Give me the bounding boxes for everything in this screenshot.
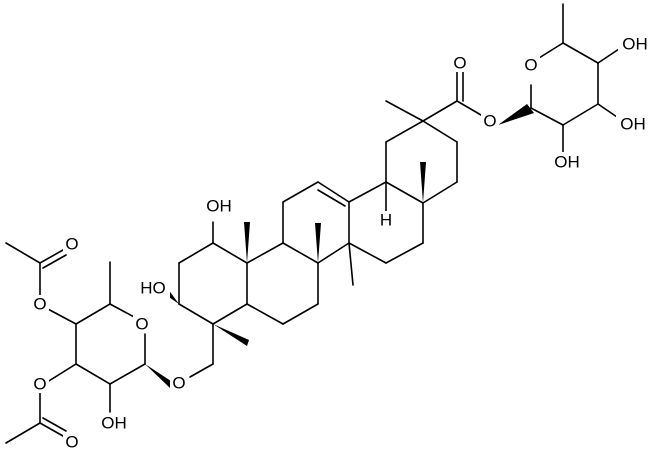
bond xyxy=(385,100,424,122)
wedge-bond xyxy=(213,324,249,346)
label-background xyxy=(202,196,236,216)
bond xyxy=(45,307,77,325)
bond xyxy=(348,242,387,264)
wedge-bond xyxy=(420,162,426,203)
bond xyxy=(282,303,319,325)
ester-oxygen-label: O xyxy=(483,112,496,131)
bond xyxy=(39,249,64,264)
sugar1-hydroxyl-label: OH xyxy=(554,153,580,172)
bond xyxy=(456,100,482,116)
bond xyxy=(317,189,346,207)
hydroxyl-label: HO xyxy=(140,279,166,298)
bond xyxy=(212,242,248,264)
bond xyxy=(75,303,111,325)
sugar1-hydroxyl-label: OH xyxy=(622,35,648,54)
bond xyxy=(246,242,284,264)
bond xyxy=(385,120,424,143)
label-background xyxy=(136,278,170,298)
bond xyxy=(43,363,77,385)
label-background xyxy=(31,375,49,393)
wedge-bond xyxy=(145,364,174,388)
label-background xyxy=(378,211,394,229)
bond xyxy=(246,303,284,325)
label-background xyxy=(451,54,469,72)
label-background xyxy=(97,413,131,433)
bond xyxy=(348,242,354,286)
acetyl-ester-oxygen-label: O xyxy=(33,375,46,394)
label-background xyxy=(481,112,499,130)
bond xyxy=(212,303,248,325)
label-background xyxy=(63,433,81,451)
bond xyxy=(5,242,41,264)
hydrogen-label: H xyxy=(380,211,392,230)
bond xyxy=(42,417,67,432)
glycosidic-oxygen-label: O xyxy=(172,374,185,393)
bond xyxy=(597,103,618,118)
bond xyxy=(5,422,41,444)
bond xyxy=(422,100,458,122)
wedge-bond xyxy=(244,222,250,263)
bond xyxy=(42,254,67,269)
label-background xyxy=(522,56,540,74)
wedge-bond xyxy=(498,104,534,125)
bond xyxy=(562,42,599,64)
bond xyxy=(562,103,599,126)
label-background xyxy=(550,152,584,172)
label-background xyxy=(31,295,49,313)
bond xyxy=(385,181,424,204)
bond xyxy=(385,242,424,264)
bond xyxy=(75,363,111,385)
acetyl-carbonyl-oxygen-label: O xyxy=(65,235,78,254)
sugar2-ring-oxygen-label: O xyxy=(135,315,148,334)
acetyl-carbonyl-oxygen-label: O xyxy=(65,433,78,452)
label-background xyxy=(63,235,81,253)
bond xyxy=(530,107,564,126)
bond xyxy=(282,242,319,264)
bond xyxy=(597,48,620,64)
bonds xyxy=(5,3,620,444)
bond xyxy=(109,363,146,385)
bond xyxy=(178,303,214,325)
label-background xyxy=(133,315,151,333)
sugar1-ring-oxygen-label: O xyxy=(524,56,537,75)
carbonyl-oxygen-label: O xyxy=(453,54,466,73)
bond xyxy=(39,422,64,437)
bond xyxy=(178,242,214,264)
bond xyxy=(109,303,137,319)
label-background xyxy=(170,374,188,392)
label-background xyxy=(618,34,652,54)
bond xyxy=(282,181,319,203)
wedge-bond xyxy=(315,223,321,263)
hydroxyl-label: OH xyxy=(206,197,232,216)
sugar2-hydroxyl-label: OH xyxy=(101,414,127,433)
sugar1-hydroxyl-label: OH xyxy=(620,115,646,134)
label-background xyxy=(616,114,650,134)
bond xyxy=(422,120,458,143)
atom-labels: O O O OH OH OH OH HO H O O O O O OH O xyxy=(31,34,652,452)
bond xyxy=(422,181,458,204)
bond xyxy=(317,242,350,264)
bond xyxy=(189,363,214,378)
bond xyxy=(317,181,350,203)
acetyl-ester-oxygen-label: O xyxy=(33,295,46,314)
bond xyxy=(348,181,387,203)
